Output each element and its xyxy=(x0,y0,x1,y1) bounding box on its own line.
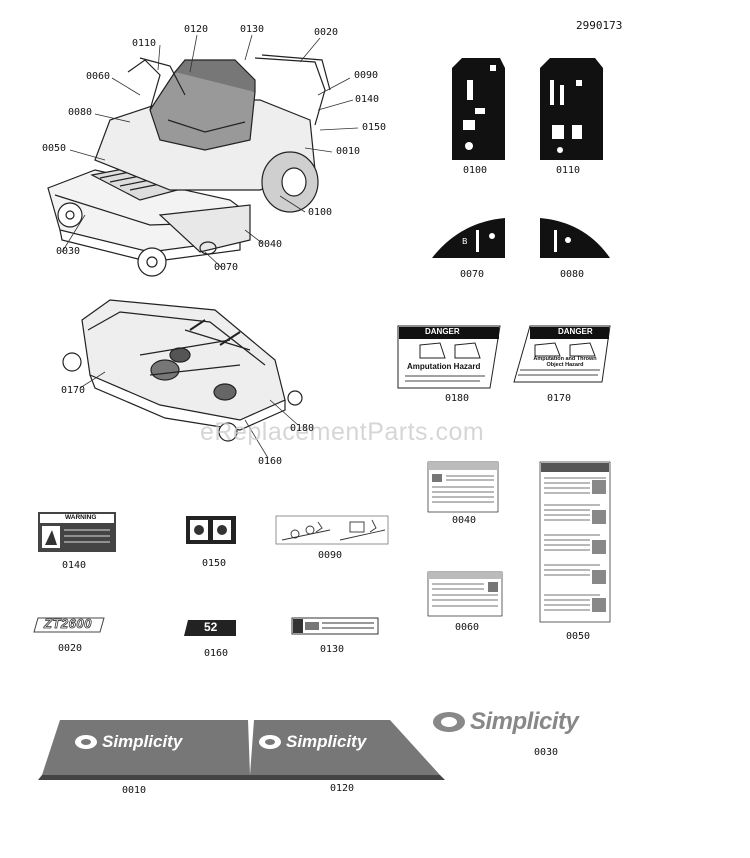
label-0070: 0070 xyxy=(460,269,485,280)
label-0170: 0170 xyxy=(547,393,572,404)
decal-0180-danger-header: DANGER xyxy=(425,327,460,336)
decal-0030-brand: Simplicity xyxy=(470,708,579,735)
decal-0160-graphic xyxy=(184,620,236,636)
decal-0170-amputation-text: Amputation and Thrown Object Hazard xyxy=(533,356,597,369)
decal-0170-danger-header: DANGER xyxy=(558,327,593,336)
label-0120: 0120 xyxy=(330,783,355,794)
callout-0060: 0060 xyxy=(86,71,111,82)
label-0130: 0130 xyxy=(320,644,345,655)
decal-0160-deck-size: 52 xyxy=(204,620,218,634)
deck-leader-lines xyxy=(79,371,299,459)
label-0060: 0060 xyxy=(455,622,480,633)
callout-0010: 0010 xyxy=(336,146,361,157)
decal-0180-graphic xyxy=(397,325,501,389)
decal-0120-graphic xyxy=(248,720,445,780)
callout-0180: 0180 xyxy=(290,423,315,434)
label-0140: 0140 xyxy=(62,560,87,571)
callout-0040: 0040 xyxy=(258,239,283,250)
label-0010: 0010 xyxy=(122,785,147,796)
label-0160: 0160 xyxy=(204,648,229,659)
diagram-id: 2990173 xyxy=(576,19,623,32)
decal-0150-graphic xyxy=(186,516,236,544)
label-0150: 0150 xyxy=(202,558,227,569)
decal-0080-graphic xyxy=(540,218,610,258)
decal-0130-graphic xyxy=(291,617,379,635)
callout-0140: 0140 xyxy=(355,94,380,105)
callout-0090: 0090 xyxy=(354,70,379,81)
label-0080: 0080 xyxy=(560,269,585,280)
callout-0170: 0170 xyxy=(61,385,86,396)
decal-0010-graphic xyxy=(38,720,252,780)
callout-0150: 0150 xyxy=(362,122,387,133)
label-0110: 0110 xyxy=(556,165,581,176)
decal-0040-graphic xyxy=(427,461,499,513)
deck-illustration xyxy=(62,299,303,442)
decal-0140-warning-header: WARNING xyxy=(65,514,97,521)
callout-0160: 0160 xyxy=(258,456,283,467)
decal-0110-graphic xyxy=(540,58,603,160)
callout-0020: 0020 xyxy=(314,27,339,38)
callout-0130: 0130 xyxy=(240,24,265,35)
decal-0070-graphic: B xyxy=(432,218,505,258)
decal-0010-brand: Simplicity xyxy=(102,732,183,751)
label-0180: 0180 xyxy=(445,393,470,404)
decal-0050-graphic xyxy=(539,461,611,623)
callout-0030: 0030 xyxy=(56,246,81,257)
callout-0080: 0080 xyxy=(68,107,93,118)
callout-0120: 0120 xyxy=(184,24,209,35)
mower-leader-lines xyxy=(61,34,359,269)
decal-0120-brand: Simplicity xyxy=(286,732,367,751)
decal-0030-graphic xyxy=(433,712,465,732)
decal-0020-model-text: ZT2600 xyxy=(44,616,92,631)
mower-illustration xyxy=(47,54,331,277)
decal-0020-graphic xyxy=(33,617,105,633)
decal-0140-graphic xyxy=(38,512,116,552)
decal-0100-graphic xyxy=(452,58,505,160)
label-0090: 0090 xyxy=(318,550,343,561)
decal-0170-graphic xyxy=(513,325,611,383)
label-0020: 0020 xyxy=(58,643,83,654)
callout-0050: 0050 xyxy=(42,143,67,154)
callout-0070: 0070 xyxy=(214,262,239,273)
decal-0060-graphic xyxy=(427,571,503,617)
label-0030: 0030 xyxy=(534,747,559,758)
svg-text:B: B xyxy=(462,237,468,246)
callout-0100: 0100 xyxy=(308,207,333,218)
label-0100: 0100 xyxy=(463,165,488,176)
decal-0090-graphic xyxy=(275,515,389,545)
label-0050: 0050 xyxy=(566,631,591,642)
decal-0180-amputation-text: Amputation Hazard xyxy=(407,362,481,371)
watermark: eReplacementParts.com xyxy=(200,418,485,446)
callout-0110: 0110 xyxy=(132,38,157,49)
label-0040: 0040 xyxy=(452,515,477,526)
